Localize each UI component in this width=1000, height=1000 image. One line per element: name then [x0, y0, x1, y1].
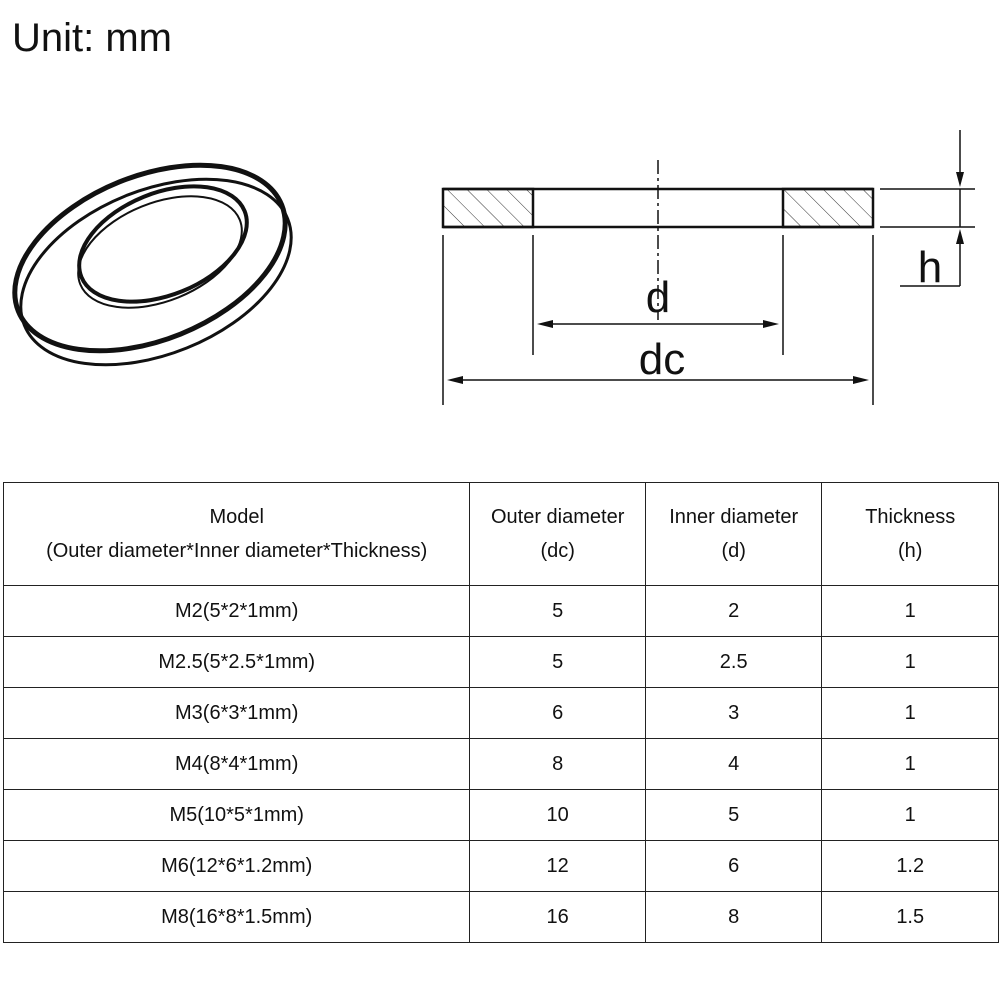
extension-lines — [442, 188, 975, 405]
thickness-label: h — [918, 243, 942, 292]
cell-thickness: 1 — [821, 789, 999, 841]
header-outer-diameter: Outer diameter (dc) — [469, 482, 646, 586]
dimension-outer-diameter: dc — [447, 335, 869, 384]
washer-cross-section — [441, 160, 875, 320]
washer-outer-rim-top — [12, 162, 288, 354]
cell-model: M2.5(5*2.5*1mm) — [2, 636, 471, 688]
cell-thickness: 1.2 — [821, 840, 999, 892]
cell-outer-diameter: 6 — [469, 687, 646, 739]
inner-diameter-label: d — [646, 273, 670, 322]
cell-inner-diameter: 2 — [644, 585, 823, 637]
section-right-wall — [781, 187, 875, 229]
cell-model: M2(5*2*1mm) — [2, 585, 471, 637]
cell-outer-diameter: 12 — [469, 840, 646, 892]
table-row: M3(6*3*1mm) 6 3 1 — [2, 687, 999, 739]
cell-model: M5(10*5*1mm) — [2, 789, 471, 841]
header-model: Model (Outer diameter*Inner diameter*Thi… — [2, 482, 471, 586]
dimension-inner-diameter: d — [537, 273, 779, 328]
cell-outer-diameter: 5 — [469, 636, 646, 688]
table-row: M8(16*8*1.5mm) 16 8 1.5 — [2, 891, 999, 943]
washer-perspective-view — [12, 162, 293, 367]
header-inner-diameter: Inner diameter (d) — [644, 482, 823, 586]
cell-thickness: 1 — [821, 738, 999, 790]
cell-thickness: 1.5 — [821, 891, 999, 943]
header-thickness: Thickness (h) — [821, 482, 999, 586]
cell-outer-diameter: 5 — [469, 585, 646, 637]
dimension-thickness: h — [900, 130, 964, 292]
cell-model: M6(12*6*1.2mm) — [2, 840, 471, 892]
cell-inner-diameter: 4 — [644, 738, 823, 790]
cell-inner-diameter: 8 — [644, 891, 823, 943]
table-row: M5(10*5*1mm) 10 5 1 — [2, 789, 999, 841]
cell-outer-diameter: 8 — [469, 738, 646, 790]
outer-diameter-label: dc — [639, 335, 685, 384]
table-row: M6(12*6*1.2mm) 12 6 1.2 — [2, 840, 999, 892]
washer-technical-drawing: d dc h — [12, 130, 975, 405]
cell-model: M8(16*8*1.5mm) — [2, 891, 471, 943]
section-left-wall — [441, 187, 535, 229]
cell-model: M4(8*4*1mm) — [2, 738, 471, 790]
table-row: M2(5*2*1mm) 5 2 1 — [2, 585, 999, 637]
cell-inner-diameter: 2.5 — [644, 636, 823, 688]
cell-thickness: 1 — [821, 636, 999, 688]
washer-outer-rim-side — [19, 177, 293, 367]
cell-inner-diameter: 6 — [644, 840, 823, 892]
cell-thickness: 1 — [821, 585, 999, 637]
cell-outer-diameter: 16 — [469, 891, 646, 943]
table-row: M4(8*4*1mm) 8 4 1 — [2, 738, 999, 790]
cell-outer-diameter: 10 — [469, 789, 646, 841]
cell-model: M3(6*3*1mm) — [2, 687, 471, 739]
washer-inner-hole — [77, 184, 249, 304]
cell-inner-diameter: 3 — [644, 687, 823, 739]
cell-thickness: 1 — [821, 687, 999, 739]
washer-inner-hole-lower-edge — [77, 195, 243, 309]
table-row: M2.5(5*2.5*1mm) 5 2.5 1 — [2, 636, 999, 688]
table-header-row: Model (Outer diameter*Inner diameter*Thi… — [2, 482, 999, 586]
cell-inner-diameter: 5 — [644, 789, 823, 841]
washer-spec-table: Model (Outer diameter*Inner diameter*Thi… — [2, 482, 999, 943]
unit-label: Unit: mm — [12, 16, 172, 60]
